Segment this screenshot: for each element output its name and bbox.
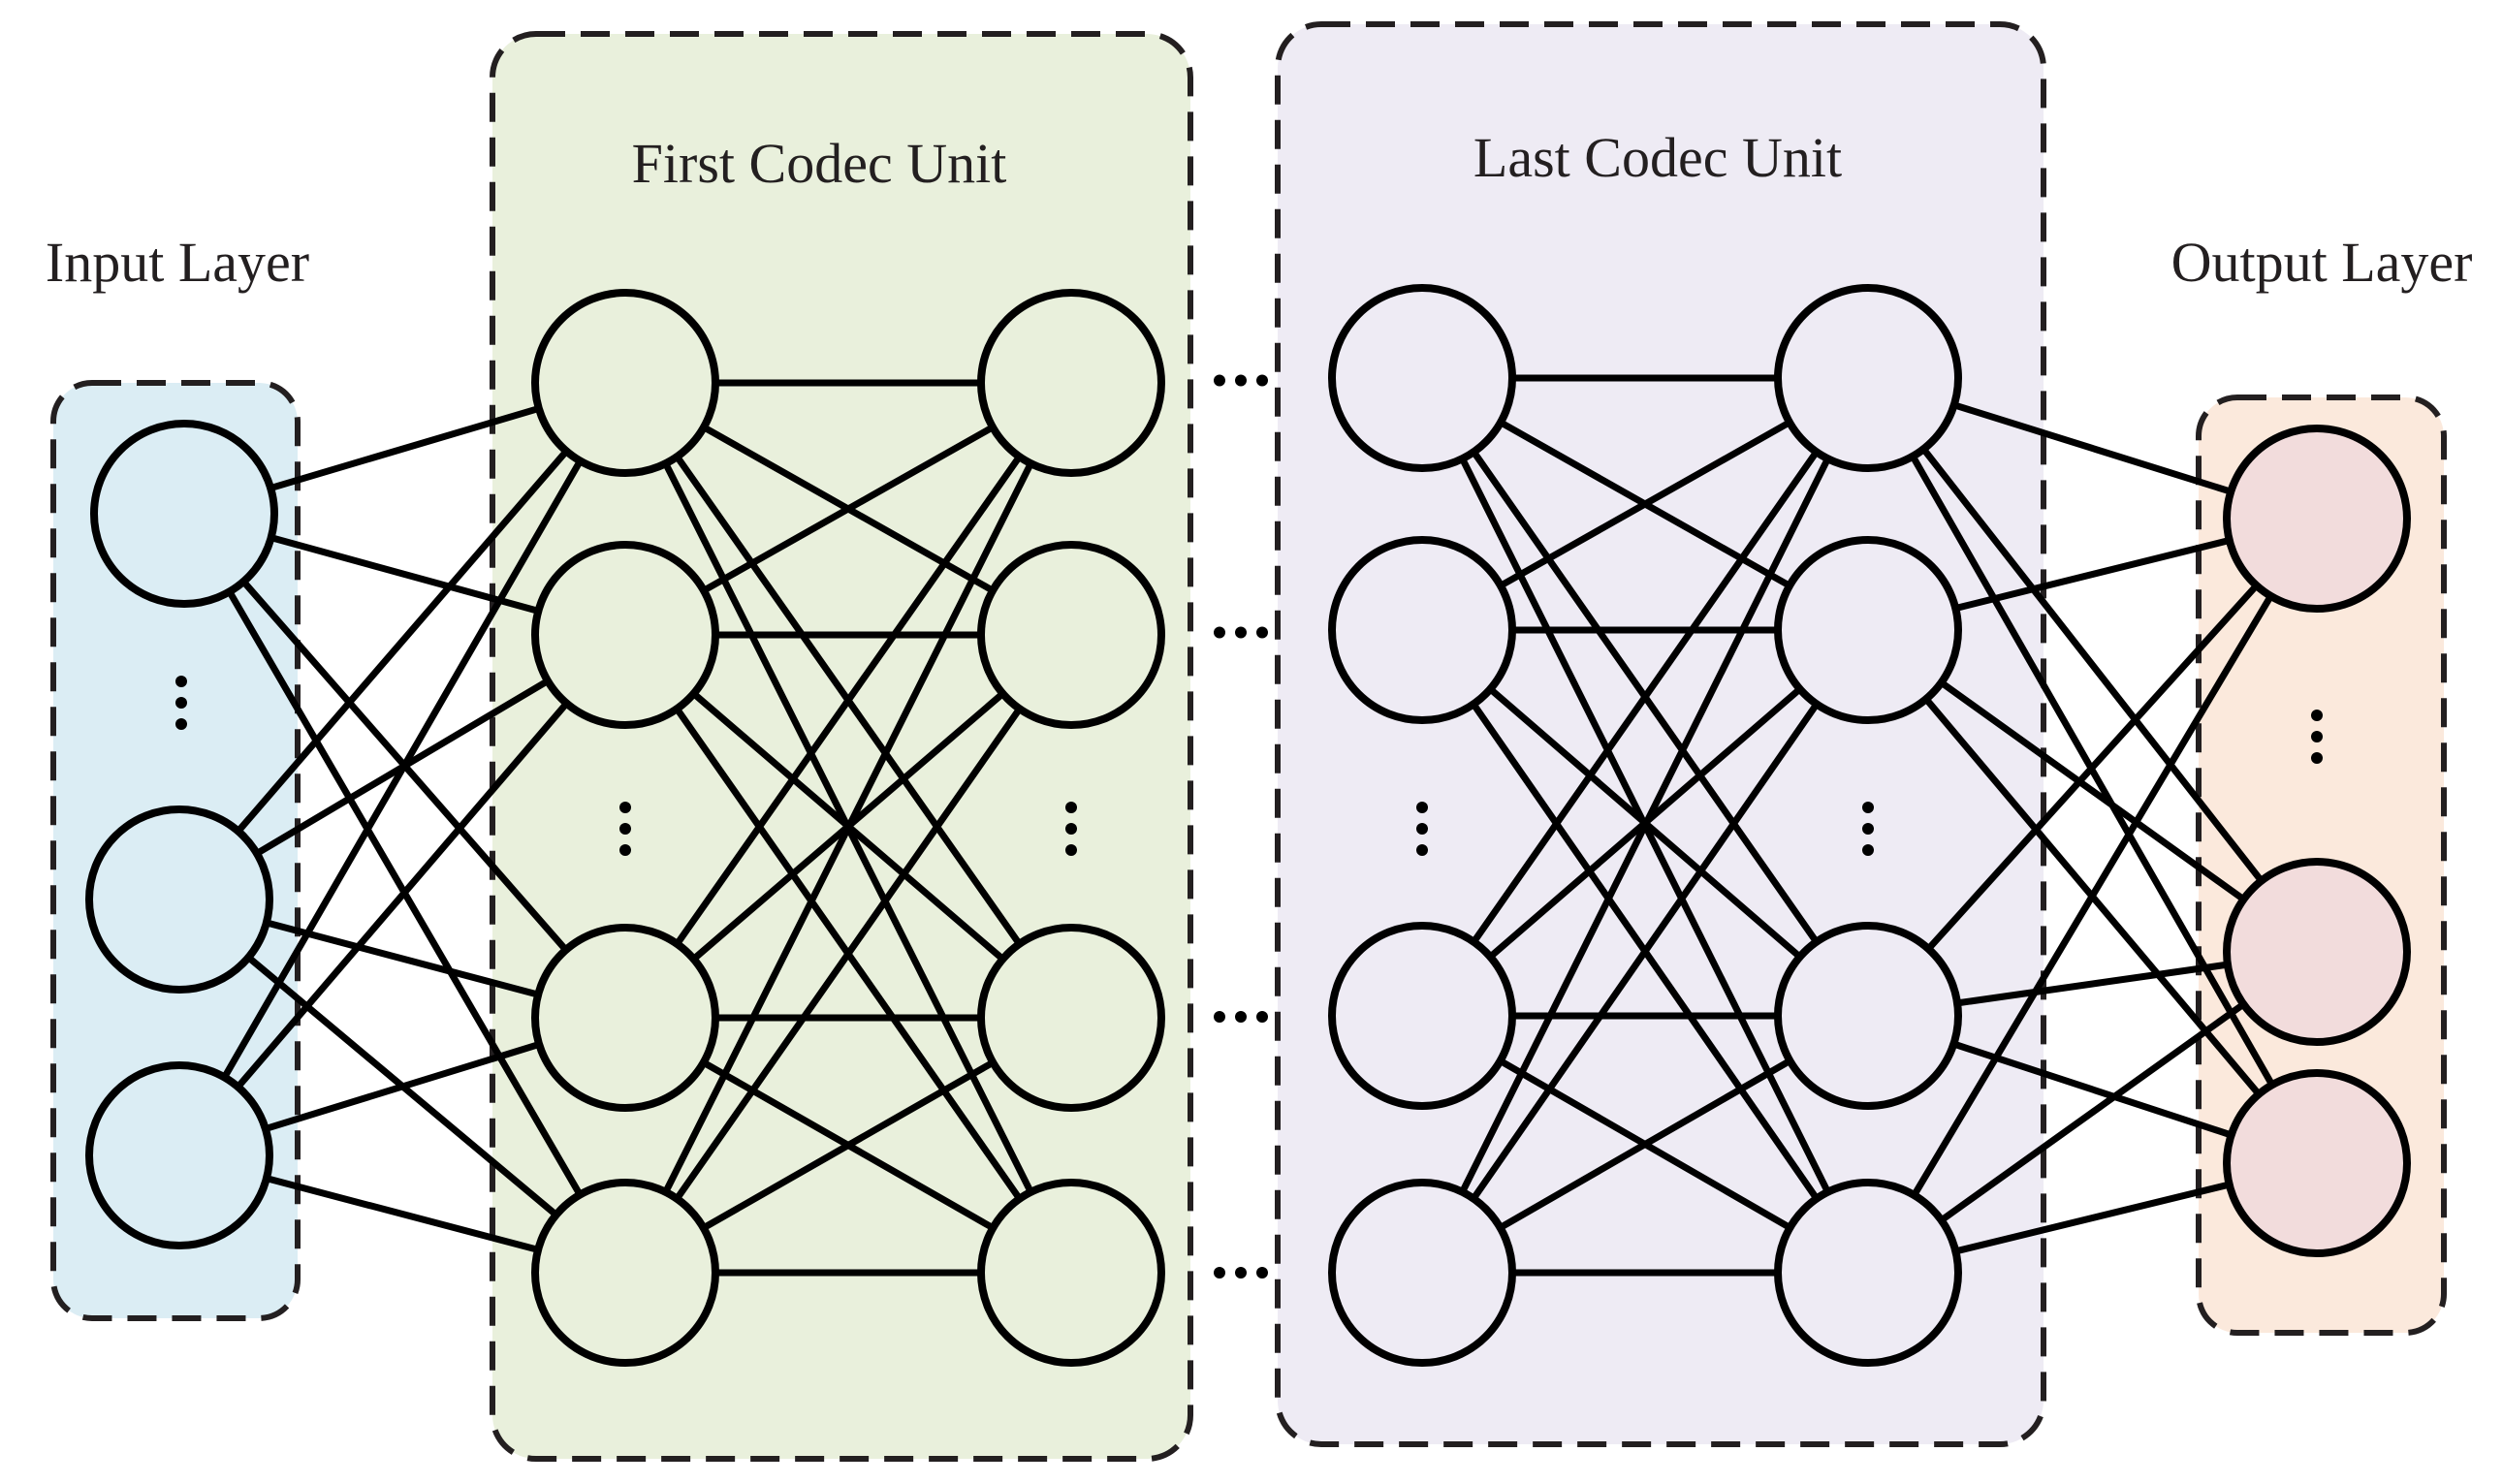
between-units-row-2-dot-1 [1235, 1011, 1247, 1023]
edge-input-0-to-first_codec_a-0 [269, 405, 540, 491]
neuron-last_codec_b-2 [1774, 922, 1962, 1110]
neuron-last_codec_a-0 [1328, 284, 1516, 472]
neuron-first_codec_b-0 [977, 289, 1165, 477]
ellipsis-markers [175, 374, 2323, 1279]
edge-last_codec_b-1-to-output-1 [1939, 679, 2246, 902]
edge-first_codec_a-3-to-first_codec_b-1 [674, 707, 1023, 1201]
first-codec-b-ellipsis-dot-0 [1065, 802, 1077, 813]
output-ellipsis-dot-0 [2311, 710, 2323, 721]
neuron-last_codec_a-3 [1328, 1179, 1516, 1367]
output-ellipsis-dot-2 [2311, 752, 2323, 764]
input-layer-label: Input Layer [46, 231, 309, 294]
between-units-row-3-dot-1 [1235, 1267, 1247, 1279]
between-units-row-1-dot-1 [1235, 626, 1247, 639]
input-ellipsis-dot-1 [175, 697, 187, 709]
edge-last_codec_b-0-to-output-0 [1952, 401, 2233, 495]
edge-input-2-to-first_codec_a-0 [221, 458, 584, 1080]
neuron-last_codec_a-1 [1328, 536, 1516, 724]
output-layer-label: Output Layer [2171, 231, 2473, 294]
edge-input-1-to-first_codec_a-0 [236, 449, 569, 834]
edge-input-1-to-first_codec_a-2 [265, 919, 540, 998]
neuron-first_codec_b-3 [977, 1179, 1165, 1367]
last-codec-b-ellipsis-dot-0 [1862, 802, 1874, 813]
neuron-last_codec_b-3 [1774, 1179, 1962, 1367]
last-codec-unit-label: Last Codec Unit [1473, 126, 1842, 189]
first-codec-a-ellipsis-dot-1 [619, 823, 631, 835]
edge-last_codec_b-2-to-output-1 [1956, 961, 2229, 1007]
input-ellipsis-dot-2 [175, 718, 187, 730]
last-codec-a-ellipsis-dot-2 [1416, 844, 1428, 856]
last-codec-a-ellipsis-dot-0 [1416, 802, 1428, 813]
last-codec-b-ellipsis-dot-2 [1862, 844, 1874, 856]
neuron-input-0 [90, 420, 278, 608]
neuron-last_codec_b-1 [1774, 536, 1962, 724]
last-codec-b-ellipsis-dot-1 [1862, 823, 1874, 835]
edge-last_codec_b-3-to-output-2 [1954, 1181, 2231, 1255]
neuron-output-2 [2223, 1069, 2411, 1257]
neuron-first_codec_a-0 [531, 289, 719, 477]
edge-last_codec_a-1-to-last_codec_b-0 [1499, 419, 1791, 589]
edge-last_codec_a-2-to-last_codec_b-0 [1471, 450, 1820, 944]
connections [221, 374, 2275, 1277]
edge-last_codec_b-0-to-output-1 [1920, 447, 2265, 883]
between-units-row-1-dot-0 [1214, 626, 1225, 639]
neuron-input-2 [85, 1061, 273, 1249]
first-codec-b-ellipsis-dot-1 [1065, 823, 1077, 835]
edge-input-2-to-first_codec_a-3 [266, 1175, 539, 1253]
edge-last_codec_b-2-to-output-2 [1952, 1040, 2233, 1139]
neuron-first_codec_a-2 [531, 924, 719, 1112]
between-units-row-0-dot-1 [1235, 374, 1247, 387]
edge-last_codec_b-2-to-output-0 [1925, 583, 2260, 952]
between-units-row-0-dot-0 [1214, 374, 1225, 387]
edge-last_codec_a-3-to-last_codec_b-2 [1498, 1058, 1792, 1231]
neuron-first_codec_b-1 [977, 541, 1165, 729]
edge-first_codec_a-3-to-first_codec_b-0 [662, 461, 1034, 1194]
edge-last_codec_a-3-to-last_codec_b-0 [1459, 457, 1831, 1194]
neuron-first_codec_b-2 [977, 924, 1165, 1112]
edge-last_codec_b-1-to-output-0 [1954, 537, 2231, 612]
neuron-last_codec_a-2 [1328, 922, 1516, 1110]
edge-first_codec_a-1-to-first_codec_b-0 [702, 424, 995, 594]
neuron-output-0 [2223, 425, 2411, 613]
neuron-output-1 [2223, 858, 2411, 1046]
first-codec-a-ellipsis-dot-2 [619, 844, 631, 856]
edge-input-2-to-first_codec_a-1 [235, 701, 570, 1089]
neurons [85, 284, 2411, 1367]
between-units-row-3-dot-2 [1256, 1267, 1268, 1279]
between-units-row-0-dot-2 [1256, 374, 1268, 387]
edge-last_codec_a-3-to-last_codec_b-1 [1471, 702, 1820, 1201]
edge-input-2-to-first_codec_a-2 [264, 1041, 541, 1132]
between-units-row-2-dot-0 [1214, 1011, 1225, 1023]
first-codec-b-ellipsis-dot-2 [1065, 844, 1077, 856]
edge-input-0-to-first_codec_a-1 [269, 534, 540, 615]
neuron-input-1 [85, 805, 273, 994]
neuron-last_codec_b-0 [1774, 284, 1962, 472]
between-units-row-2-dot-2 [1256, 1011, 1268, 1023]
first-codec-a-ellipsis-dot-0 [619, 802, 631, 813]
neuron-first_codec_a-1 [531, 541, 719, 729]
edge-last_codec_b-3-to-output-1 [1939, 1001, 2246, 1223]
edge-first_codec_a-2-to-first_codec_b-0 [674, 455, 1023, 946]
edge-last_codec_b-3-to-output-0 [1911, 594, 2274, 1197]
output-ellipsis-dot-1 [2311, 731, 2323, 742]
between-units-row-3-dot-0 [1214, 1267, 1225, 1279]
neuron-first_codec_a-3 [531, 1179, 719, 1367]
edge-first_codec_a-3-to-first_codec_b-2 [701, 1059, 996, 1231]
input-ellipsis-dot-0 [175, 676, 187, 687]
last-codec-a-ellipsis-dot-1 [1416, 823, 1428, 835]
first-codec-unit-label: First Codec Unit [632, 132, 1007, 195]
between-units-row-1-dot-2 [1256, 626, 1268, 639]
